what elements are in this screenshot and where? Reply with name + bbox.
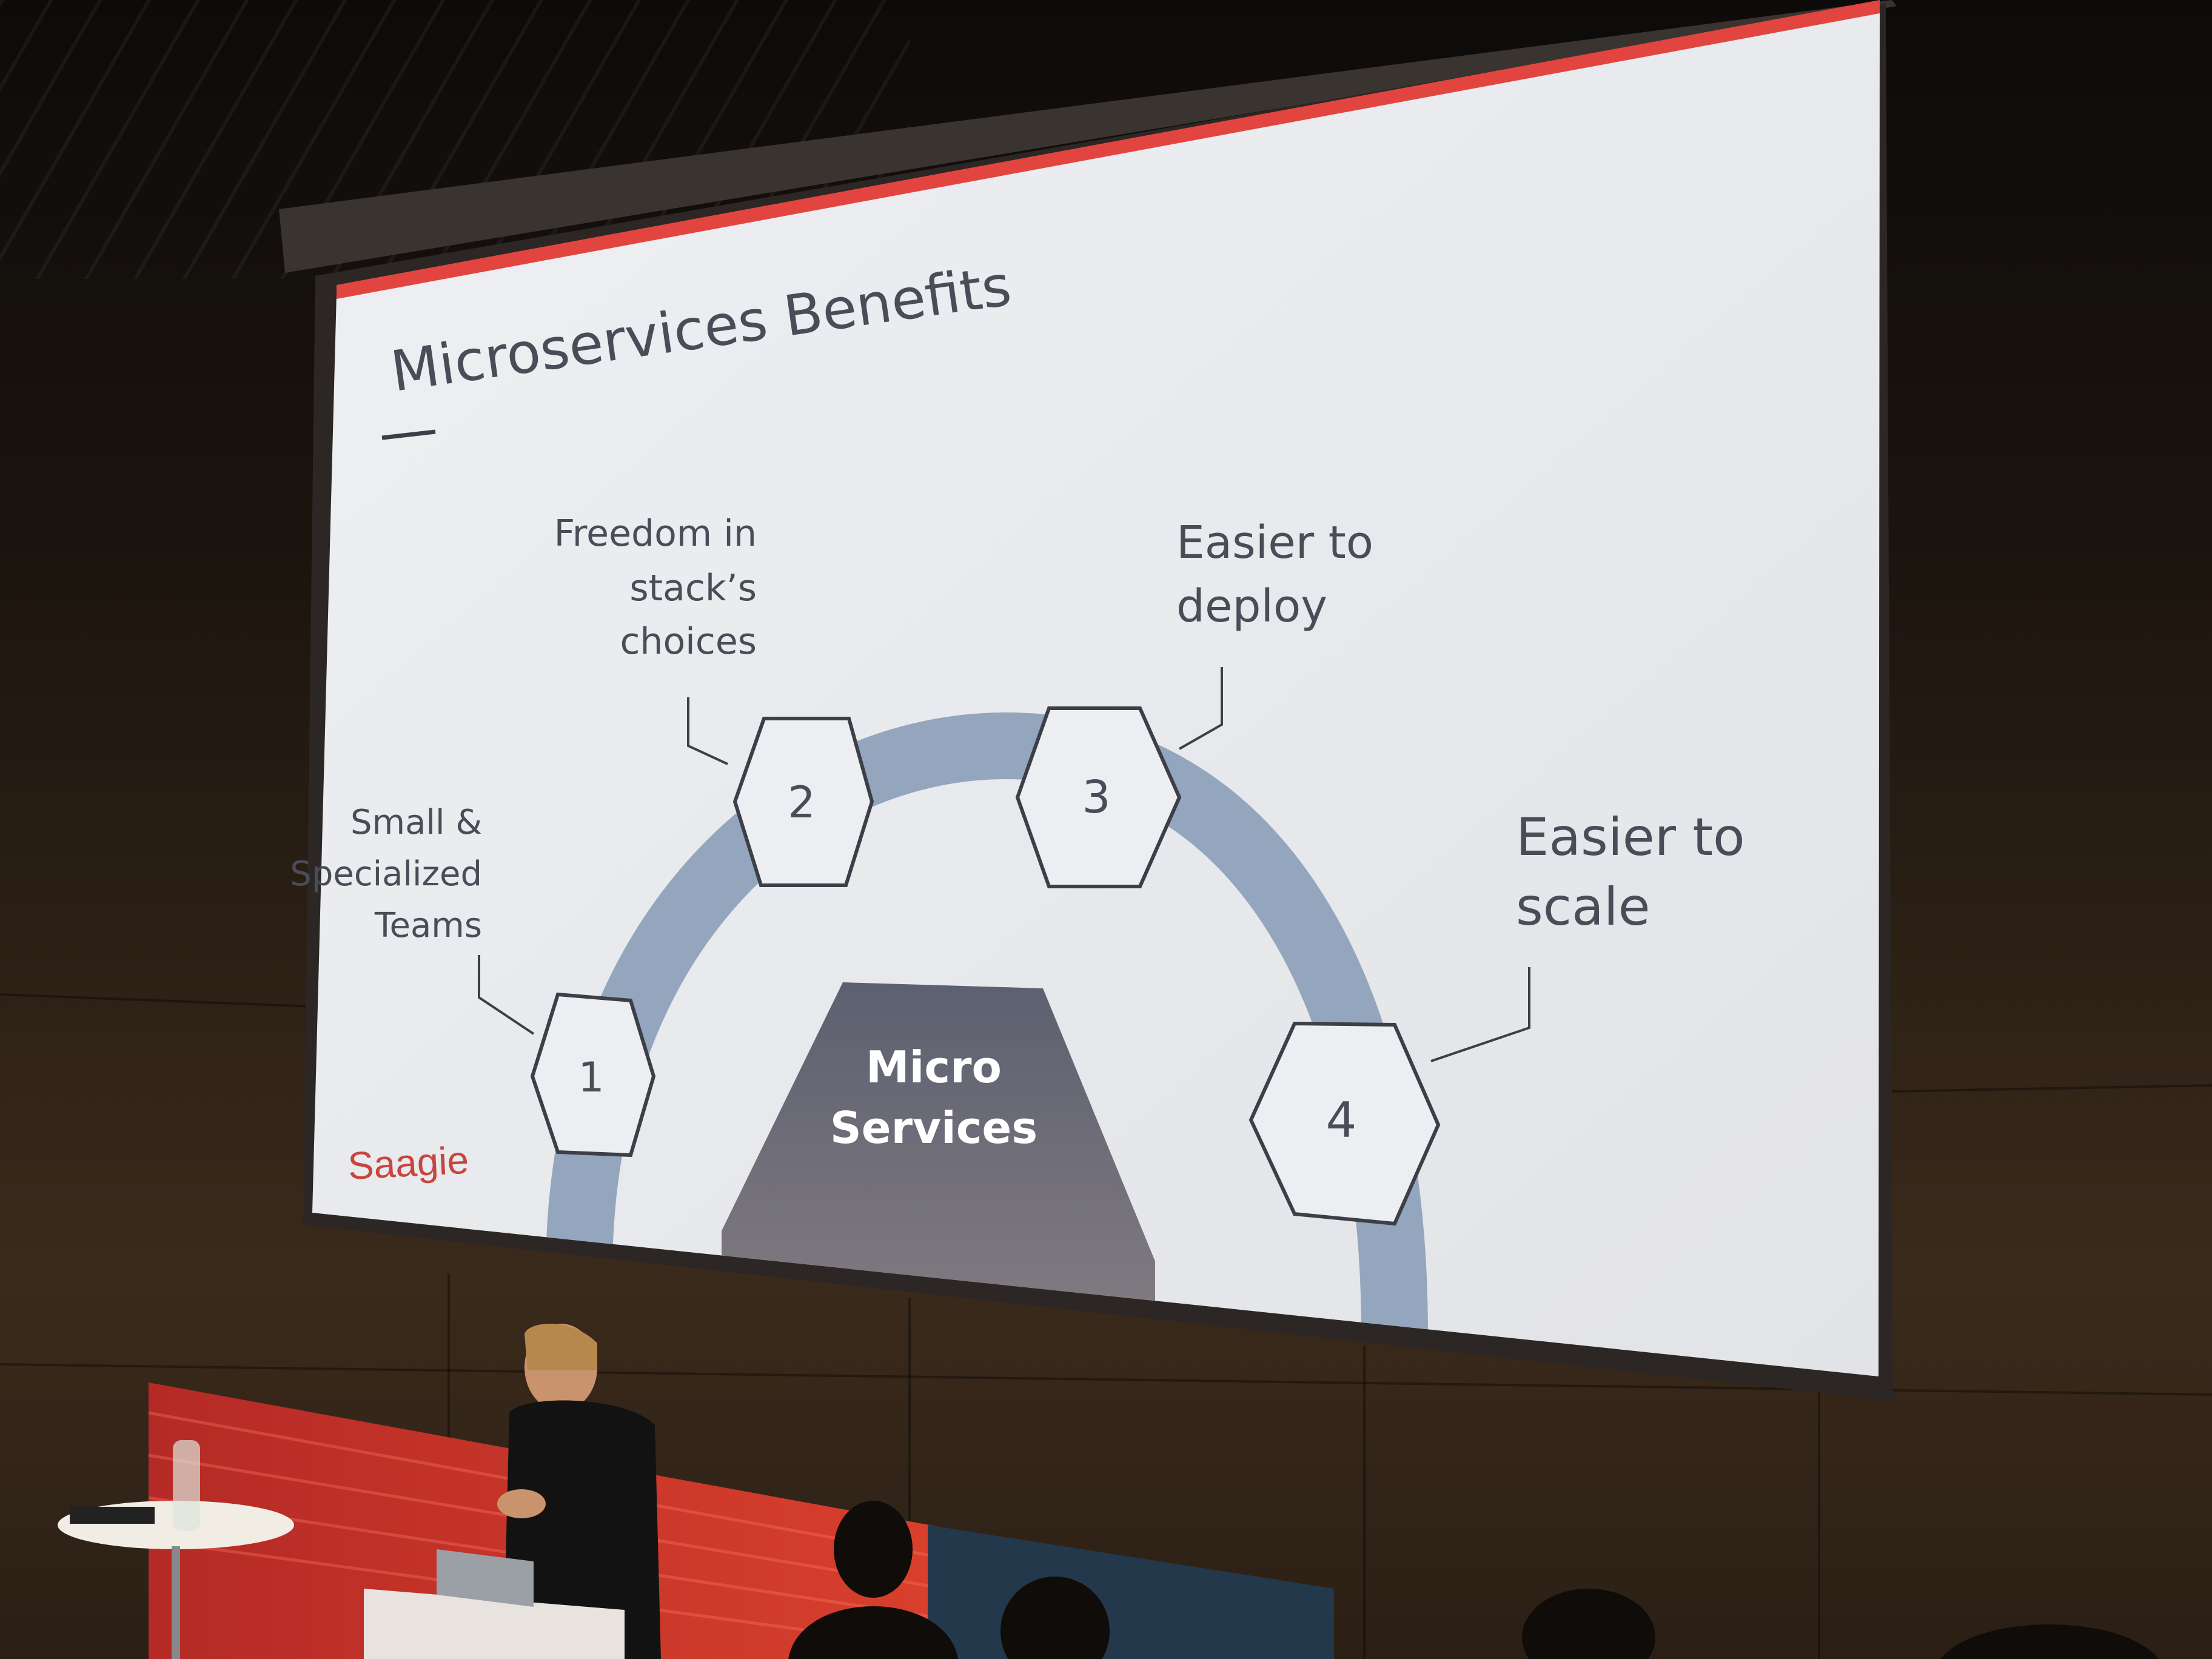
- water-bottle: [173, 1440, 200, 1531]
- screen-housing-top: [279, 0, 1897, 273]
- connector-3: [1179, 667, 1223, 750]
- hexagon-1: [530, 992, 656, 1158]
- center-label-line-2: Services: [830, 1102, 1037, 1153]
- side-table-leg: [172, 1546, 180, 1659]
- lectern-laptop: [437, 1549, 534, 1607]
- benefit-4-line-1: Easier to: [1516, 807, 1745, 868]
- benefit-label-3: Easier to deploy: [1176, 517, 1373, 632]
- benefit-3-line-1: Easier to: [1176, 517, 1373, 569]
- benefit-1-line-3: Teams: [374, 906, 482, 945]
- hexagon-1-number: 1: [578, 1054, 604, 1102]
- hexagon-2: [732, 717, 874, 887]
- laptop-on-table: [70, 1507, 155, 1524]
- hexagon-2-number: 2: [788, 777, 816, 828]
- benefit-label-2: Freedom in stack’s choices: [554, 512, 757, 663]
- speaker-figure: [497, 1324, 661, 1659]
- benefit-2-line-1: Freedom in: [554, 512, 757, 555]
- benefit-label-4: Easier to scale: [1516, 807, 1745, 937]
- audience-silhouettes: [788, 1501, 2159, 1659]
- benefit-2-line-3: choices: [620, 620, 757, 663]
- stage-dark-panel: [928, 1525, 1334, 1659]
- slide-accent-bar: [337, 0, 1880, 299]
- hexagon-4: [1248, 1021, 1441, 1226]
- lectern: [364, 1589, 625, 1659]
- hexagon-3: [1015, 706, 1182, 888]
- hexagon-4-number: 4: [1326, 1092, 1357, 1148]
- connector-4: [1430, 967, 1530, 1062]
- benefit-1-line-1: Small &: [350, 803, 482, 842]
- saagie-logo: Saagie: [347, 1138, 470, 1188]
- benefit-1-line-2: Specialized: [290, 854, 482, 894]
- benefit-3-line-2: deploy: [1176, 580, 1327, 632]
- slide-surface: [312, 12, 1880, 1376]
- connector-1: [478, 955, 535, 1035]
- center-label-line-1: Micro: [866, 1042, 1002, 1093]
- hexagon-3-number: 3: [1082, 771, 1110, 823]
- benefit-2-line-2: stack’s: [629, 567, 757, 609]
- connector-2: [687, 697, 728, 765]
- title-underline: [381, 429, 436, 440]
- benefit-4-line-2: scale: [1516, 877, 1651, 937]
- benefit-label-1: Small & Specialized Teams: [290, 803, 482, 945]
